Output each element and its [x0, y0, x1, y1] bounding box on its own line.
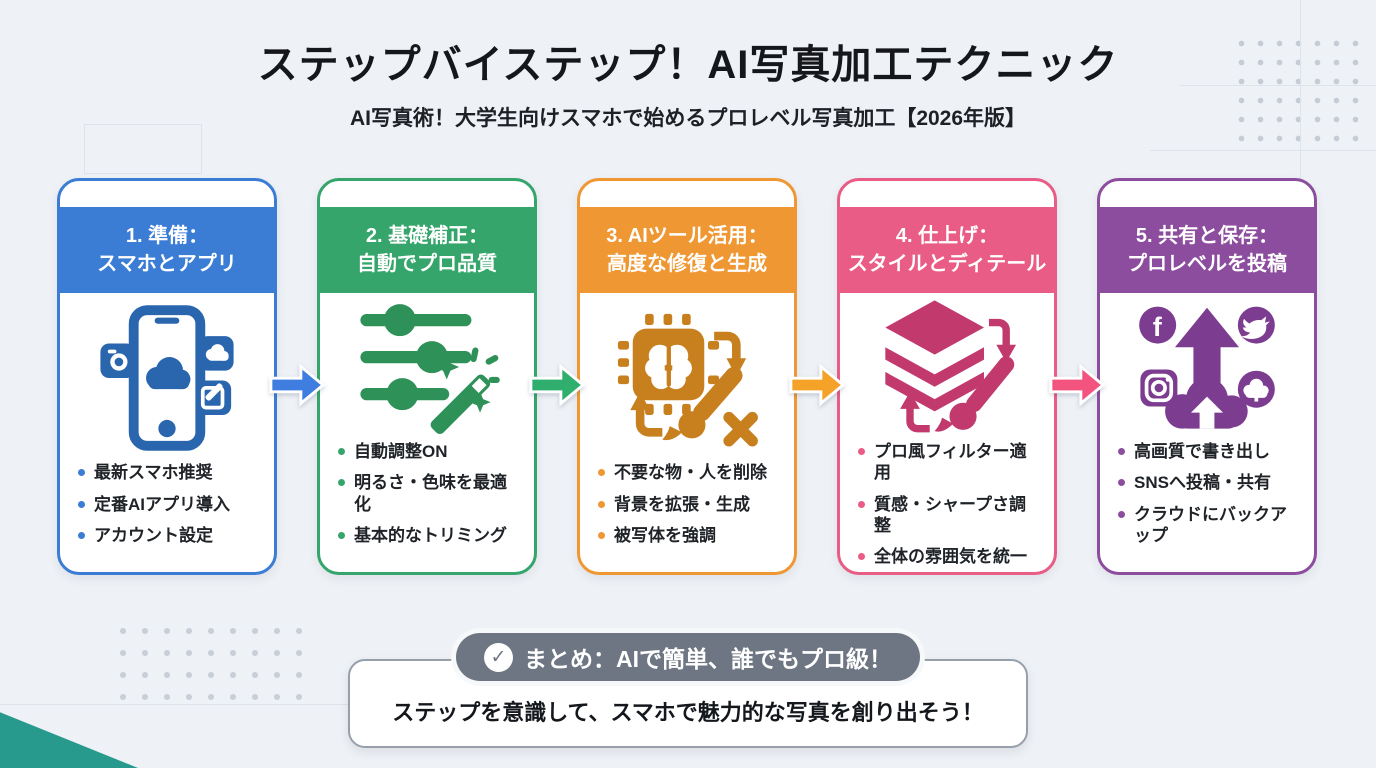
bullet-dot	[338, 448, 345, 455]
arrow-right-icon-step2-to-3	[528, 362, 586, 408]
bullet-item: アカウント設定	[78, 525, 258, 546]
grid-line	[1150, 150, 1376, 151]
camera-app-icon	[100, 343, 135, 378]
step-3-header-band: 3. AIツール活用： 高度な修復と生成	[580, 207, 794, 293]
bullet-dot	[78, 469, 85, 477]
step-card-1-preparation: 1. 準備： スマホとアプリ	[57, 178, 277, 575]
up-arrow	[1174, 307, 1240, 387]
bullet-item: 明るさ・色味を最適化	[338, 472, 518, 515]
step-4-bullets: プロ風フィルター適用 質感・シャープさ調整 全体の雰囲気を統一	[840, 441, 1054, 572]
instagram-icon	[1140, 369, 1178, 407]
step-1-title: 1. 準備： スマホとアプリ	[97, 225, 237, 275]
bullet-item: 自動調整ON	[338, 441, 518, 462]
edit-app-icon	[196, 380, 232, 415]
page-subtitle: AI写真術！大学生向けスマホで始めるプロレベル写真加工【2026年版】	[349, 107, 1027, 130]
svg-text:f: f	[1153, 311, 1163, 342]
bullet-dot	[78, 531, 85, 539]
upload-cloud	[1165, 378, 1248, 429]
twitter-icon	[1237, 306, 1275, 344]
summary-section: ✓ まとめ：AIで簡単、誰でもプロ級！ ステップを意識して、スマホで魅力的な写真…	[0, 633, 1376, 748]
magic-wand	[430, 347, 500, 435]
summary-badge-label: まとめ：AIで簡単、誰でもプロ級！	[524, 646, 892, 672]
step-1-bullets: 最新スマホ推奨 定番AIアプリ導入 アカウント設定	[60, 462, 274, 572]
bullet-dot	[858, 553, 865, 560]
layers-stack	[885, 300, 984, 412]
bullet-dot	[598, 531, 605, 539]
arrow-right-icon-step4-to-5	[1048, 362, 1106, 408]
bullet-item: SNSへ投稿・共有	[1118, 472, 1298, 493]
bullet-dot	[338, 479, 345, 487]
social-upload-cloud-icon: f	[1100, 293, 1314, 441]
bullet-item: 定番AIアプリ導入	[78, 494, 258, 515]
cloud-backup-icon	[1237, 370, 1275, 408]
ai-chip-brush-icon	[580, 293, 794, 462]
adjust-sliders-wand-icon	[320, 293, 534, 441]
step-2-title: 2. 基礎補正： 自動でプロ品質	[357, 225, 497, 275]
brain-glyph	[645, 344, 692, 389]
summary-message: ステップを意識して、スマホで魅力的な写真を創り出そう！	[392, 700, 984, 725]
bullet-item: 不要な物・人を削除	[598, 462, 778, 483]
page-title: ステップバイステップ！AI写真加工テクニック	[257, 43, 1119, 87]
step-2-header-band: 2. 基礎補正： 自動でプロ品質	[320, 207, 534, 293]
layers-brush-icon	[840, 293, 1054, 441]
step-card-2-basic-correction: 2. 基礎補正： 自動でプロ品質	[317, 178, 537, 575]
step-5-header-band: 5. 共有と保存： プロレベルを投稿	[1100, 207, 1314, 293]
paint-brush	[662, 366, 743, 440]
cloud-app-icon	[199, 335, 234, 371]
step-4-header-band: 4. 仕上げ： スタイルとディテール	[840, 207, 1054, 293]
summary-badge: ✓ まとめ：AIで簡単、誰でもプロ級！	[456, 633, 920, 681]
bullet-item: 質感・シャープさ調整	[858, 494, 1038, 537]
bullet-dot	[598, 500, 605, 508]
step-1-header-band: 1. 準備： スマホとアプリ	[60, 207, 274, 293]
arrow-right-icon-step1-to-2	[268, 362, 326, 408]
bullet-dot	[338, 531, 345, 539]
x-mark	[723, 411, 758, 447]
cloud-shape	[146, 356, 191, 389]
bullet-dot	[858, 448, 865, 455]
step-2-bullets: 自動調整ON 明るさ・色味を最適化 基本的なトリミング	[320, 441, 534, 572]
bullet-item: 全体の雰囲気を統一	[858, 546, 1038, 567]
bullet-dot	[1118, 510, 1125, 518]
step-3-bullets: 不要な物・人を削除 背景を拡張・生成 被写体を強調	[580, 462, 794, 572]
smartphone-apps-icon	[60, 293, 274, 462]
step-card-3-ai-tools: 3. AIツール活用： 高度な修復と生成	[577, 178, 797, 575]
bullet-item: 被写体を強調	[598, 525, 778, 546]
header: ステップバイステップ！AI写真加工テクニック AI写真術！大学生向けスマホで始め…	[0, 32, 1376, 132]
step-card-5-share-save: 5. 共有と保存： プロレベルを投稿 f	[1097, 178, 1317, 575]
bullet-item: 背景を拡張・生成	[598, 494, 778, 515]
step-5-title: 5. 共有と保存： プロレベルを投稿	[1127, 225, 1287, 275]
bullet-dot	[1118, 479, 1125, 487]
bullet-item: 高画質で書き出し	[1118, 441, 1298, 462]
step-5-bullets: 高画質で書き出し SNSへ投稿・共有 クラウドにバックアップ	[1100, 441, 1314, 572]
bullet-item: クラウドにバックアップ	[1118, 504, 1298, 547]
facebook-icon: f	[1139, 306, 1177, 344]
bullet-dot	[1118, 448, 1125, 455]
bullet-dot	[78, 500, 85, 508]
bullet-item: プロ風フィルター適用	[858, 441, 1038, 484]
ai-chip	[617, 313, 720, 415]
step-4-title: 4. 仕上げ： スタイルとディテール	[847, 225, 1047, 275]
paint-brush	[934, 356, 1015, 432]
bullet-item: 基本的なトリミング	[338, 525, 518, 546]
step-3-title: 3. AIツール活用： 高度な修復と生成	[606, 225, 768, 275]
steps-row: 1. 準備： スマホとアプリ	[57, 178, 1317, 575]
bullet-item: 最新スマホ推奨	[78, 462, 258, 483]
step-card-4-finishing: 4. 仕上げ： スタイルとディテール	[837, 178, 1057, 575]
check-icon: ✓	[484, 642, 513, 672]
arrow-right-icon-step3-to-4	[788, 362, 846, 408]
bullet-dot	[858, 500, 865, 508]
bullet-dot	[598, 469, 605, 477]
